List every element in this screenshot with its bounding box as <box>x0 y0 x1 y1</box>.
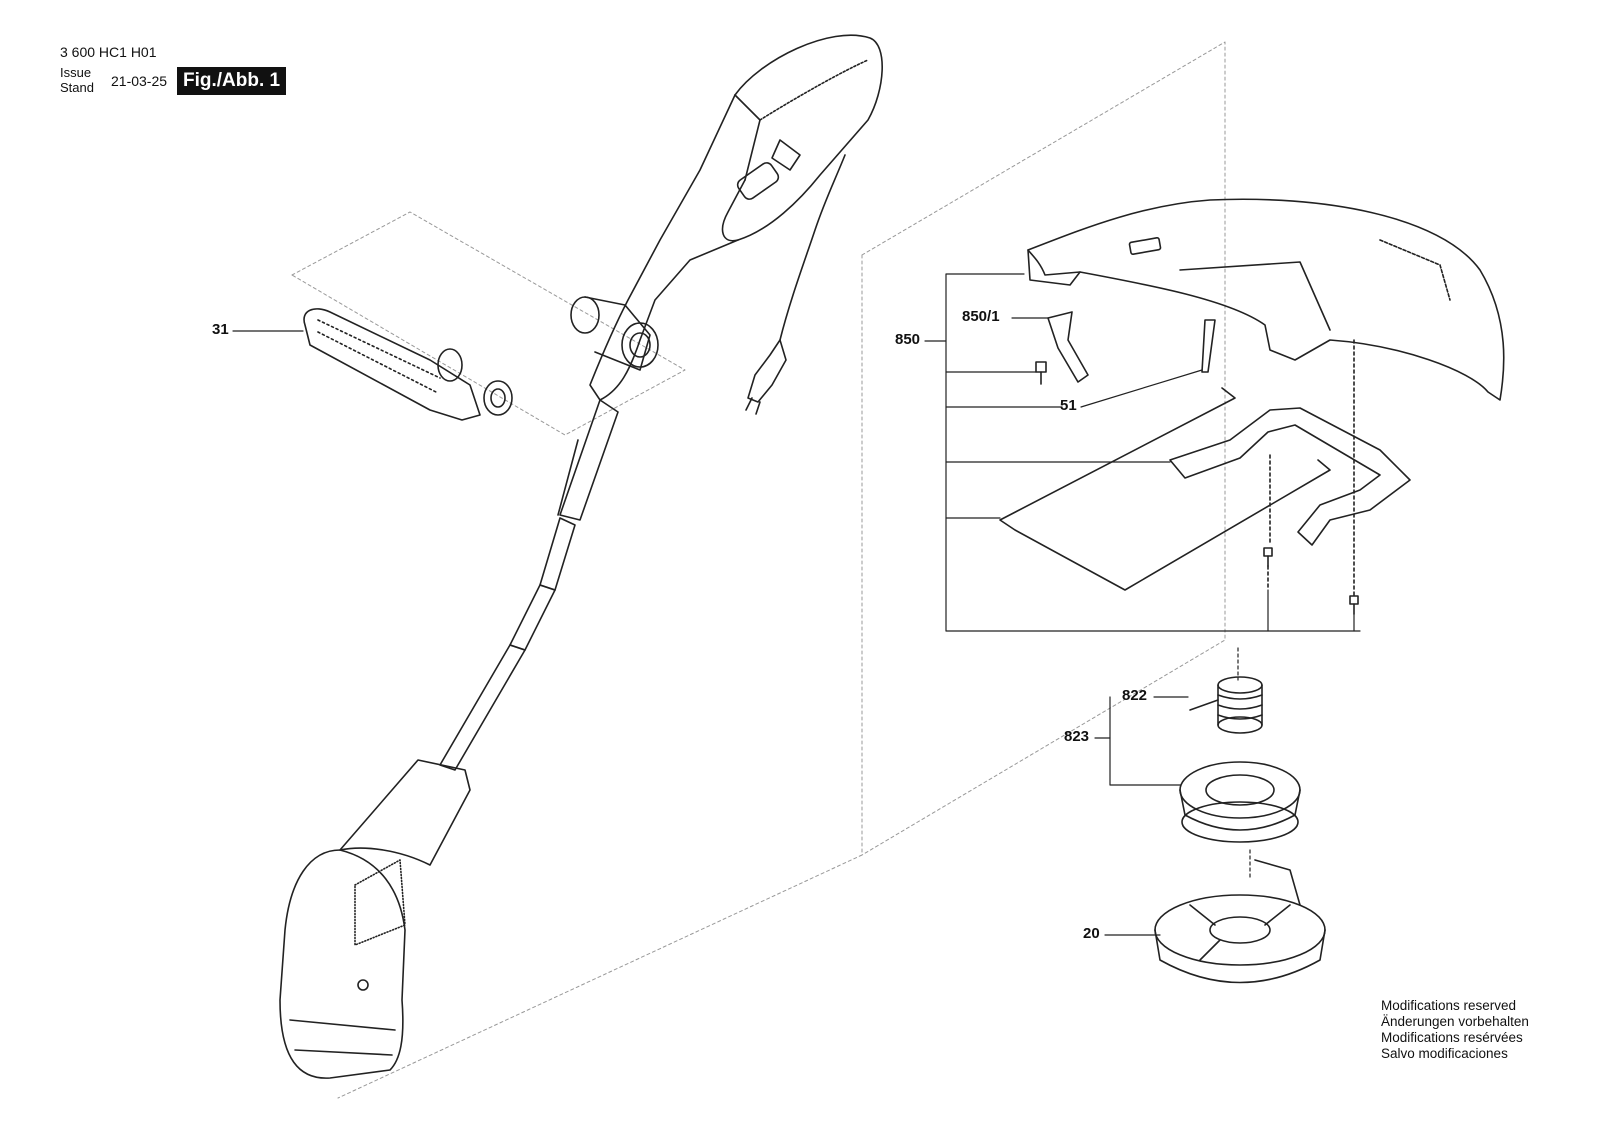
spool-cap <box>1154 859 1326 984</box>
assembly-outline-right <box>861 41 1226 856</box>
wire-bracket <box>999 387 1331 591</box>
callout-823: 823 <box>1064 728 1090 745</box>
handle-mount-outline <box>291 211 686 436</box>
note-line: Modifications resérvées <box>1381 1030 1523 1045</box>
line-spool <box>1179 761 1301 843</box>
assembly-outline-left <box>337 854 863 1099</box>
grass-guard <box>1027 198 1505 401</box>
callout-leaders <box>232 273 1361 936</box>
modifications-note: Modifications reserved Änderungen vorbeh… <box>1381 998 1529 1062</box>
handle-joint-knob <box>570 296 659 371</box>
guard-clip <box>1047 311 1089 383</box>
issue-label-en: Issue <box>60 65 92 80</box>
note-line: Modifications reserved <box>1381 998 1517 1013</box>
issue-label-de: Stand <box>60 80 94 95</box>
callout-822: 822 <box>1122 687 1148 704</box>
motor-housing <box>279 759 471 1079</box>
note-line: Salvo modificaciones <box>1381 1046 1508 1061</box>
callout-20: 20 <box>1083 925 1100 942</box>
note-line: Änderungen vorbehalten <box>1381 1014 1529 1029</box>
telescopic-shaft <box>439 399 619 771</box>
spacer-plate <box>1169 407 1411 546</box>
callout-850-1: 850/1 <box>962 308 1000 325</box>
part-number: 3 600 HC1 H01 <box>60 44 157 60</box>
auxiliary-handle <box>303 308 513 421</box>
spool-spring <box>1189 676 1263 734</box>
upper-handle <box>589 34 883 401</box>
callout-51: 51 <box>1060 397 1077 414</box>
screw-set <box>1035 319 1359 615</box>
callout-31: 31 <box>212 321 229 338</box>
issue-date: 21-03-25 <box>111 73 168 89</box>
power-cord <box>745 154 846 415</box>
callout-850: 850 <box>895 331 921 348</box>
issue-label: Issue Stand <box>60 65 94 95</box>
figure-label: Fig./Abb. 1 <box>177 67 287 95</box>
